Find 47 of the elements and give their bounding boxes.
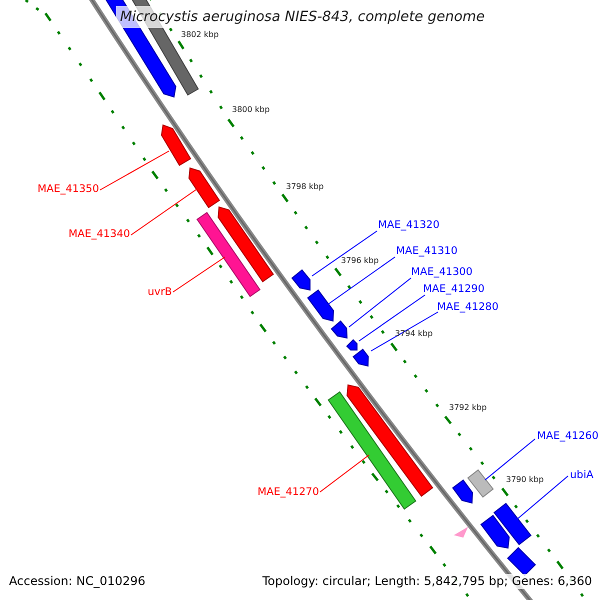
gene-feature: [467, 469, 494, 498]
leader-line: [348, 278, 412, 328]
gene-label: MAE_41270: [257, 486, 319, 499]
gene-feature: [452, 479, 473, 504]
gene-label: uvrB: [148, 286, 172, 299]
gene-feature: [328, 391, 416, 510]
leader-line: [312, 230, 378, 276]
gene-label: MAE_41320: [378, 219, 440, 232]
leader-line: [130, 188, 198, 236]
leader-line: [100, 150, 170, 190]
gene-label: MAE_41350: [37, 183, 99, 196]
gene-label: MAE_41290: [423, 283, 485, 296]
gene-feature: [507, 547, 536, 576]
gene-feature: [307, 289, 334, 322]
leader-line: [358, 294, 426, 342]
scale-label: 3796 kbp: [341, 256, 379, 266]
gene-feature: [346, 339, 358, 350]
accession-text: Accession: NC_010296: [9, 574, 146, 589]
leader-line: [320, 454, 370, 492]
gene-label: MAE_41310: [396, 245, 458, 258]
gene-feature: [352, 348, 369, 367]
gene-feature: [291, 269, 310, 291]
scale-label: 3790 kbp: [506, 475, 544, 485]
leader-line: [484, 438, 536, 480]
gene-label: MAE_41280: [437, 301, 499, 314]
leader-line: [172, 256, 226, 292]
gene-feature: [196, 212, 261, 298]
gene-feature: [330, 320, 348, 339]
leader-line: [326, 256, 396, 306]
scale-label: 3792 kbp: [449, 403, 487, 413]
gene-label: MAE_41260: [537, 430, 599, 443]
gene-feature: [480, 514, 510, 549]
gene-feature: [346, 384, 434, 497]
scale-label: 3798 kbp: [286, 182, 324, 192]
gene-label: ubiA: [570, 469, 594, 482]
scale-label: 3800 kbp: [232, 105, 270, 115]
gene-feature: [160, 124, 192, 166]
gene-label: MAE_41300: [411, 266, 473, 279]
gene-label: MAE_41340: [68, 228, 130, 241]
genome-stats-text: Topology: circular; Length: 5,842,795 bp; Genes: 6,360: [262, 574, 592, 589]
scale-label: 3802 kbp: [181, 30, 219, 40]
leader-line: [514, 476, 568, 522]
gene-feature: [493, 502, 532, 546]
gene-feature: [218, 206, 274, 282]
gene-feature: [454, 526, 468, 538]
leader-line: [370, 312, 438, 352]
gene-feature: [188, 167, 220, 208]
